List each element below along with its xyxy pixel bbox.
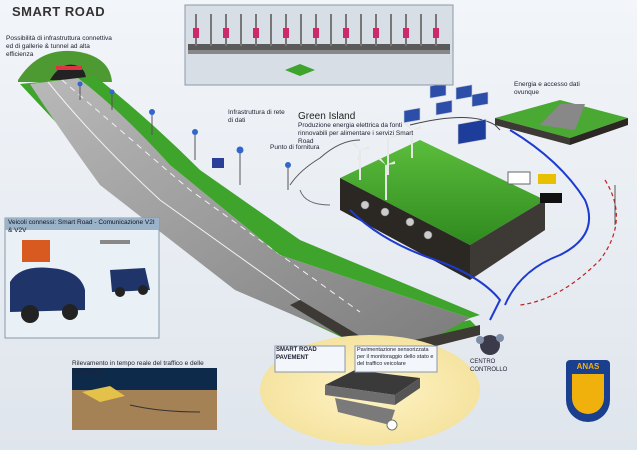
green-island bbox=[340, 140, 545, 280]
pavement-slab bbox=[325, 370, 420, 431]
charging-stations bbox=[360, 200, 433, 240]
monitor-panel-title: Rilevamento in tempo reale del traffico … bbox=[72, 360, 204, 375]
control-center-label: CENTRO CONTROLLO bbox=[470, 359, 508, 373]
green-island-subtitle: Produzione energia elettrica da fonti ri… bbox=[298, 122, 414, 145]
top-note: Infrastruttura di rete di dati bbox=[228, 109, 285, 124]
energy-road bbox=[495, 100, 628, 145]
energy-label: Energia e accesso dati ovunque bbox=[514, 81, 580, 96]
anas-logo-text: ANAS bbox=[576, 362, 600, 371]
road-sign bbox=[212, 158, 224, 168]
anas-logo: ANAS bbox=[566, 360, 610, 422]
control-center bbox=[476, 334, 504, 355]
monitor-panel bbox=[72, 368, 217, 430]
top-photo bbox=[184, 4, 454, 86]
vehicles bbox=[507, 171, 562, 203]
pavement-body: Pavimentazione sensorizzata per il monit… bbox=[357, 347, 434, 367]
wind-turbines bbox=[359, 130, 413, 200]
v2v-panel-title: Veicoli connessi: Smart Road - Comunicaz… bbox=[8, 219, 155, 234]
tunnel-note: Possibilità di infrastruttura connettiva… bbox=[6, 35, 112, 58]
solar-panels bbox=[403, 83, 489, 145]
road-poles bbox=[79, 85, 289, 190]
tunnel bbox=[18, 50, 112, 82]
pole-label: Punto di fornitura bbox=[270, 144, 320, 151]
green-island-title: Green Island bbox=[298, 111, 356, 122]
page-title: SMART ROAD bbox=[12, 4, 106, 19]
pavement-title: SMART ROAD PAVEMENT bbox=[276, 347, 317, 361]
antenna-icons bbox=[77, 81, 291, 168]
v2v-panel bbox=[4, 217, 160, 339]
